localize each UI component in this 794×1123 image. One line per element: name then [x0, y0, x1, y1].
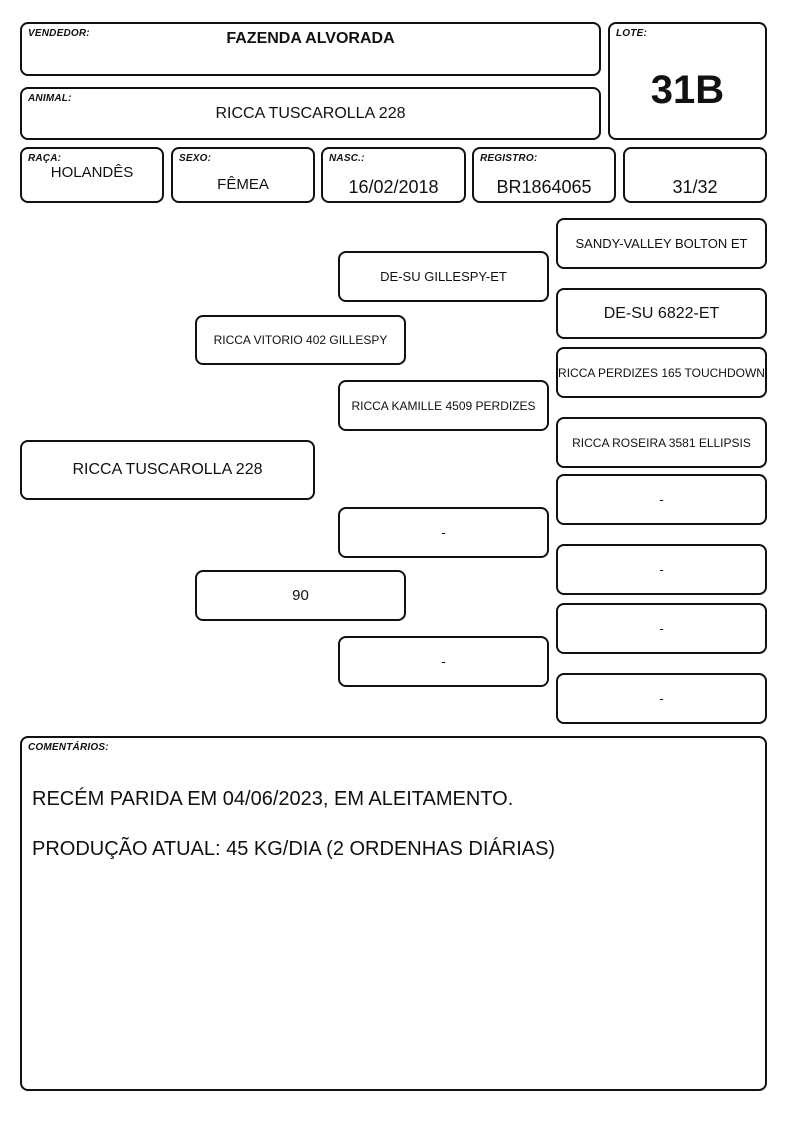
pedigree-avo-paterno-name: DE-SU GILLESPY-ET — [380, 269, 507, 284]
vendedor-box: VENDEDOR: FAZENDA ALVORADA — [20, 22, 601, 76]
pedigree-bisavo-3-name: RICCA PERDIZES 165 TOUCHDOWN — [558, 365, 765, 380]
registro-label: REGISTRO: — [480, 153, 538, 164]
pedigree-bisavo-3: RICCA PERDIZES 165 TOUCHDOWN — [556, 347, 767, 398]
lote-label: LOTE: — [616, 28, 647, 39]
pedigree-pai-name: RICCA VITORIO 402 GILLESPY — [213, 333, 388, 347]
pedigree-avo-paterna-name: RICCA KAMILLE 4509 PERDIZES — [351, 398, 536, 413]
pedigree-avo-materno-name: - — [441, 525, 446, 540]
lote-box: LOTE: 31B — [608, 22, 767, 140]
pedigree-pai: RICCA VITORIO 402 GILLESPY — [195, 315, 406, 365]
vendedor-value: FAZENDA ALVORADA — [226, 30, 395, 47]
grau-value: 31/32 — [672, 177, 718, 197]
animal-label: ANIMAL: — [28, 93, 72, 104]
comentarios-label: COMENTÁRIOS: — [28, 742, 109, 753]
pedigree-mae-name: 90 — [292, 587, 309, 604]
pedigree-bisavo-1-name: SANDY-VALLEY BOLTON ET — [575, 236, 748, 251]
raca-value: HOLANDÊS — [50, 164, 134, 181]
pedigree-bisavo-8-name: - — [659, 691, 664, 706]
pedigree-animal: RICCA TUSCAROLLA 228 — [20, 440, 315, 500]
nasc-label: NASC.: — [329, 153, 365, 164]
pedigree-avo-paterno: DE-SU GILLESPY-ET — [338, 251, 549, 302]
pedigree-bisavo-2-name: DE-SU 6822-ET — [603, 304, 720, 322]
pedigree-bisavo-1: SANDY-VALLEY BOLTON ET — [556, 218, 767, 269]
sexo-label: SEXO: — [179, 153, 212, 164]
animal-value: RICCA TUSCAROLLA 228 — [215, 105, 406, 122]
pedigree-bisavo-7-name: - — [659, 621, 664, 636]
pedigree-bisavo-4: RICCA ROSEIRA 3581 ELLIPSIS — [556, 417, 767, 468]
animal-box: ANIMAL: RICCA TUSCAROLLA 228 — [20, 87, 601, 140]
pedigree-bisavo-5-name: - — [659, 492, 664, 507]
pedigree-bisavo-7: - — [556, 603, 767, 654]
pedigree-bisavo-6: - — [556, 544, 767, 595]
raca-label: RAÇA: — [28, 153, 62, 164]
pedigree-avo-materno: - — [338, 507, 549, 558]
pedigree-avo-paterna: RICCA KAMILLE 4509 PERDIZES — [338, 380, 549, 431]
lote-value: 31B — [650, 68, 725, 112]
comentarios-line-1: RECÉM PARIDA EM 04/06/2023, EM ALEITAMEN… — [32, 788, 514, 810]
registro-box: REGISTRO: BR1864065 — [472, 147, 616, 203]
nasc-box: NASC.: 16/02/2018 — [321, 147, 466, 203]
pedigree-avo-materna: - — [338, 636, 549, 687]
sexo-value: FÊMEA — [217, 176, 269, 193]
pedigree-bisavo-4-name: RICCA ROSEIRA 3581 ELLIPSIS — [572, 435, 751, 450]
comentarios-text: RECÉM PARIDA EM 04/06/2023, EM ALEITAMEN… — [32, 762, 755, 887]
grau-box: 31/32 — [623, 147, 767, 203]
comentarios-box: COMENTÁRIOS: RECÉM PARIDA EM 04/06/2023,… — [20, 736, 767, 1091]
comentarios-line-2: PRODUÇÃO ATUAL: 45 KG/DIA (2 ORDENHAS DI… — [32, 838, 556, 860]
pedigree-bisavo-5: - — [556, 474, 767, 525]
raca-box: RAÇA: HOLANDÊS — [20, 147, 164, 203]
pedigree-avo-materna-name: - — [441, 654, 446, 669]
sexo-box: SEXO: FÊMEA — [171, 147, 315, 203]
pedigree-bisavo-8: - — [556, 673, 767, 724]
pedigree-bisavo-6-name: - — [659, 562, 664, 577]
pedigree-mae: 90 — [195, 570, 406, 621]
pedigree-animal-name: RICCA TUSCAROLLA 228 — [72, 461, 263, 478]
vendedor-label: VENDEDOR: — [28, 28, 90, 39]
registro-value: BR1864065 — [496, 177, 592, 197]
pedigree-bisavo-2: DE-SU 6822-ET — [556, 288, 767, 339]
nasc-value: 16/02/2018 — [348, 177, 439, 197]
